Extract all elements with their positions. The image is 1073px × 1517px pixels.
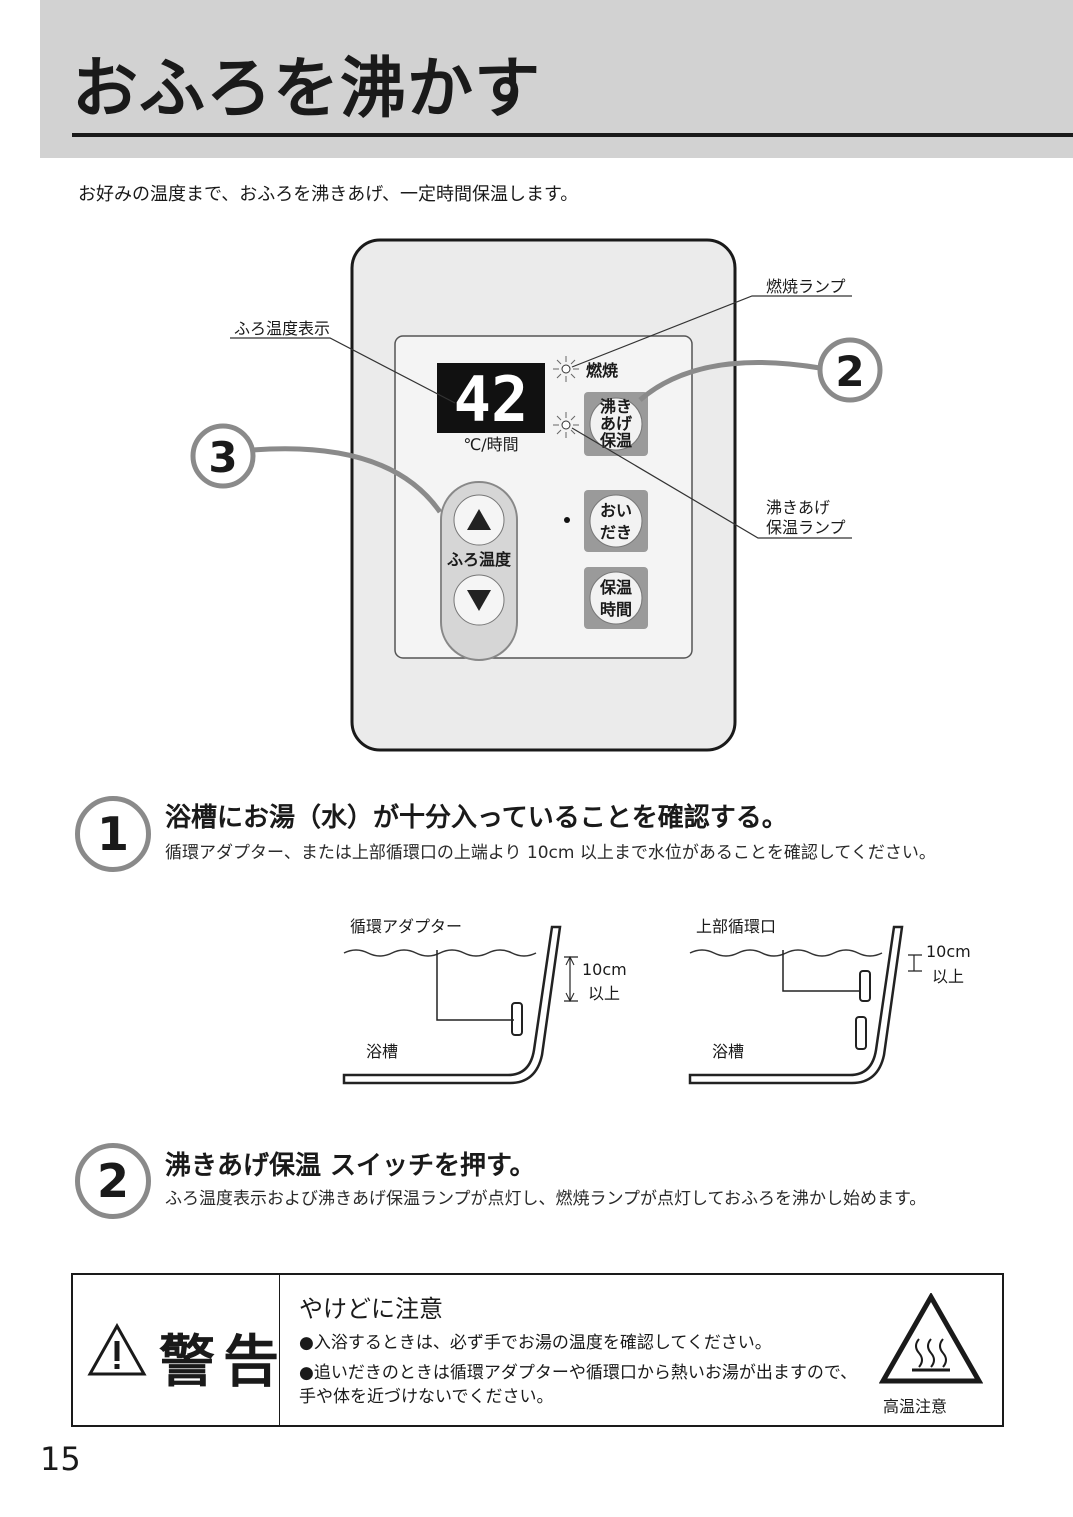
step-2-title: 沸きあげ保温 スイッチを押す。 (165, 1151, 536, 1181)
step-1-number: 1 (75, 796, 151, 872)
warning-box: 警告 やけどに注意 ●入浴するときは、必ず手でお湯の温度を確認してください。 ●… (71, 1273, 1004, 1427)
warning-item: ●入浴するときは、必ず手でお湯の温度を確認してください。 (299, 1333, 772, 1353)
svg-text:沸き: 沸き (600, 397, 632, 416)
display-value: 42 (454, 363, 529, 436)
display-unit: ℃/時間 (463, 435, 518, 454)
hot-caution-icon (879, 1293, 983, 1384)
label-temp-display: ふろ温度表示 (234, 319, 330, 338)
svg-text:だき: だき (600, 523, 632, 542)
temp-up-button[interactable] (453, 494, 505, 546)
step-1-title: 浴槽にお湯（水）が十分入っていることを確認する。 (165, 803, 788, 833)
reheat-button[interactable]: おい だき (584, 490, 648, 552)
reheat-indicator (564, 517, 570, 523)
step-2-number: 2 (75, 1143, 151, 1219)
temp-label: ふろ温度 (447, 550, 512, 569)
keep-time-button[interactable]: 保温 時間 (584, 567, 648, 629)
title-rule (72, 133, 1073, 137)
remote-diagram: 42 ℃/時間 燃焼 沸き あげ 保温 おい だき 保温 時間 ふろ温度 (190, 238, 883, 752)
svg-text:10cm: 10cm (926, 942, 971, 961)
label-boil-lamp-2: 保温ランプ (766, 518, 846, 537)
warning-word: 警告 (159, 1330, 287, 1395)
svg-text:あげ: あげ (600, 414, 633, 433)
intro-text: お好みの温度まで、おふろを沸きあげ、一定時間保温します。 (78, 184, 579, 205)
step-1-desc: 循環アダプター、または上部循環口の上端より 10cm 以上まで水位があることを確… (165, 843, 936, 863)
page-number: 15 (40, 1440, 81, 1478)
temp-down-button[interactable] (453, 574, 505, 626)
callout-3-icon (190, 423, 256, 489)
boil-keep-button[interactable]: 沸き あげ 保温 (584, 392, 648, 456)
svg-text:時間: 時間 (600, 600, 632, 619)
label-boil-lamp-1: 沸きあげ (766, 498, 830, 517)
svg-text:上部循環口: 上部循環口 (696, 917, 776, 936)
boil-lamp (553, 412, 579, 438)
combustion-lamp (553, 356, 579, 382)
adapter-figure: 循環アダプター 10cm 以上 浴槽 (342, 917, 627, 1085)
label-combustion-lamp: 燃焼ランプ (766, 277, 846, 296)
svg-text:浴槽: 浴槽 (366, 1042, 398, 1061)
callout-2: 2 (835, 347, 864, 396)
hot-caution-label: 高温注意 (883, 1397, 948, 1416)
svg-text:浴槽: 浴槽 (712, 1042, 744, 1061)
svg-text:保温: 保温 (599, 578, 632, 597)
callout-3: 3 (208, 433, 237, 482)
upper-inlet-figure: 上部循環口 10cm 以上 浴槽 (688, 917, 971, 1085)
step-2-desc: ふろ温度表示および沸きあげ保温ランプが点灯し、燃焼ランプが点灯しておふろを沸かし… (165, 1189, 927, 1209)
warning-triangle-icon (87, 1323, 147, 1376)
svg-text:保温: 保温 (599, 431, 632, 450)
combustion-lamp-label: 燃焼 (586, 361, 618, 380)
page-title: おふろを沸かす (72, 50, 541, 127)
svg-text:おい: おい (600, 501, 632, 520)
warning-item: ●追いだきのときは循環アダプターや循環口から熱いお湯が出ますので、手や体を近づけ… (299, 1363, 858, 1407)
title-band (40, 0, 1073, 158)
warning-heading: やけどに注意 (299, 1295, 443, 1323)
svg-text:10cm: 10cm (582, 960, 627, 979)
svg-text:循環アダプター: 循環アダプター (350, 917, 462, 936)
warning-left-cell: 警告 (73, 1275, 280, 1425)
svg-text:以上: 以上 (932, 967, 964, 986)
callout-2-icon (817, 337, 883, 403)
temp-display (437, 363, 545, 433)
svg-text:以上: 以上 (588, 984, 620, 1003)
bath-figures: 循環アダプター 10cm 以上 浴槽 上部循環口 10cm 以上 浴槽 (342, 917, 971, 1085)
